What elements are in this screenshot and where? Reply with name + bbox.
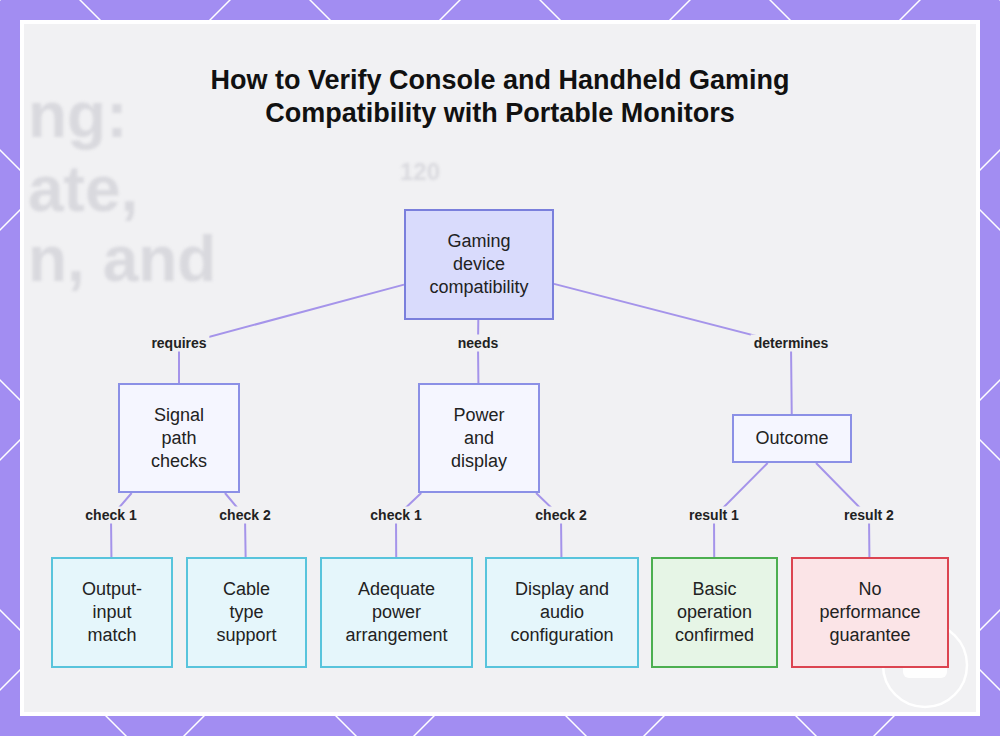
- node-text: No performance guarantee: [811, 578, 929, 647]
- node-text: Outcome: [755, 427, 828, 450]
- node-text: Signal path checks: [140, 404, 218, 473]
- edge-label: result 2: [841, 507, 897, 524]
- edge-label: check 2: [532, 507, 589, 524]
- edge-label: determines: [751, 335, 832, 352]
- background-text: 120: [400, 158, 440, 186]
- background-text: n, and: [28, 222, 216, 296]
- result-box: No performance guarantee: [791, 557, 949, 668]
- category-box: Signal path checks: [118, 383, 240, 493]
- connector-line: [536, 493, 561, 557]
- connector-line: [396, 493, 421, 557]
- node-text: Cable type support: [208, 578, 285, 647]
- check-box: Adequate power arrangement: [320, 557, 473, 668]
- edge-label: check 1: [82, 507, 139, 524]
- node-text: Gaming device compatibility: [424, 230, 534, 299]
- node-text: Basic operation confirmed: [663, 578, 766, 647]
- edge-label: check 2: [216, 507, 273, 524]
- edge-label: needs: [455, 335, 501, 352]
- background-text: ng:: [28, 78, 128, 152]
- check-box: Output-input match: [51, 557, 173, 668]
- result-box: Basic operation confirmed: [651, 557, 778, 668]
- category-box: Power and display: [418, 383, 540, 493]
- node-text: Output-input match: [68, 578, 156, 647]
- connector-line: [179, 285, 404, 383]
- connector-line: [111, 493, 132, 557]
- diagram-title: How to Verify Console and Handheld Gamin…: [150, 64, 850, 130]
- node-text: Display and audio configuration: [502, 578, 622, 647]
- background-text: ate,: [28, 152, 138, 226]
- node-text: Power and display: [445, 404, 513, 473]
- category-box: Outcome: [732, 414, 852, 463]
- edge-label: check 1: [367, 507, 424, 524]
- node-text: Adequate power arrangement: [342, 578, 451, 647]
- edge-label: requires: [148, 335, 209, 352]
- connector-line: [225, 493, 246, 557]
- content-panel: [22, 22, 978, 714]
- check-box: Display and audio configuration: [485, 557, 639, 668]
- connector-line: [477, 320, 479, 383]
- edge-label: result 1: [686, 507, 742, 524]
- check-box: Cable type support: [186, 557, 307, 668]
- root-box: Gaming device compatibility: [404, 209, 554, 320]
